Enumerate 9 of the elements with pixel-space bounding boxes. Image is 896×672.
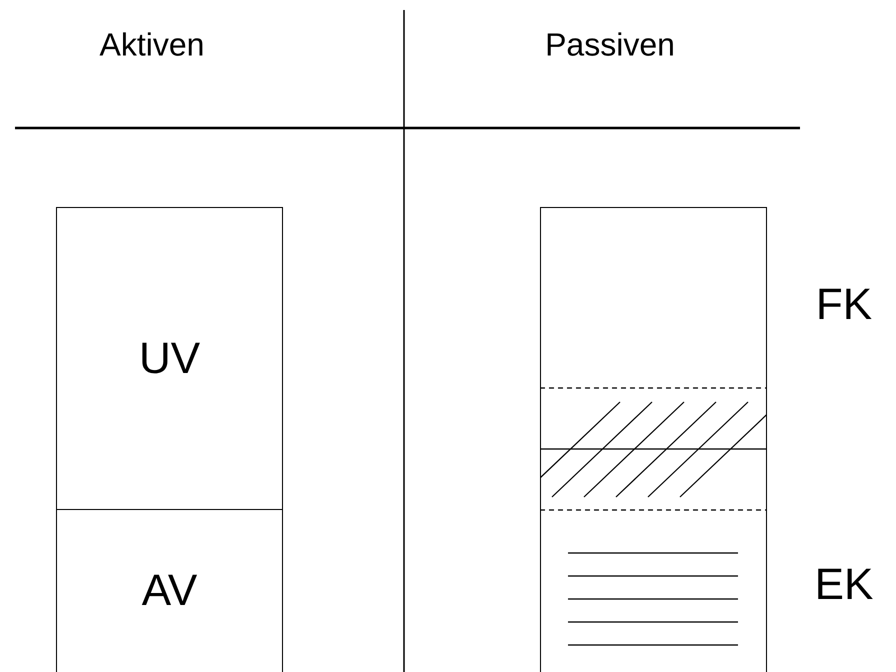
balance-column xyxy=(540,207,767,672)
section-label: AV xyxy=(142,566,198,616)
balance-section xyxy=(56,509,283,672)
side-label: FK xyxy=(816,280,872,330)
balance-section xyxy=(56,207,283,510)
side-label: EK xyxy=(814,560,874,610)
column-heading: Aktiven xyxy=(100,26,204,64)
section-label: UV xyxy=(138,334,200,384)
column-heading: Passiven xyxy=(545,26,675,64)
